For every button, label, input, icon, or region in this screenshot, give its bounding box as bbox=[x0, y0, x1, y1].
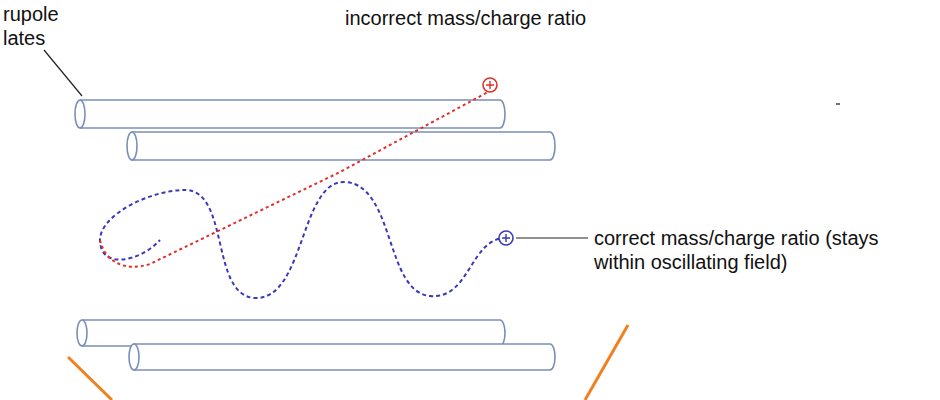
unstable-trajectory bbox=[100, 92, 488, 267]
quadrupole-rods bbox=[75, 100, 555, 370]
detector-edge bbox=[585, 325, 628, 400]
rod bbox=[82, 320, 505, 346]
ion-label: incorrect mass/charge ratio bbox=[345, 6, 665, 30]
ion-red bbox=[483, 78, 497, 92]
leader-line bbox=[516, 237, 588, 238]
stray-mark bbox=[836, 103, 840, 105]
rod bbox=[132, 132, 555, 160]
ion-blue bbox=[499, 231, 513, 245]
rod-end bbox=[75, 100, 85, 128]
rod-end bbox=[129, 344, 139, 370]
ion-label: correct mass/charge ratio (stays within … bbox=[594, 226, 924, 274]
rod bbox=[80, 100, 505, 128]
stable-trajectory bbox=[100, 182, 506, 298]
detector-edge bbox=[68, 357, 112, 400]
leader-line bbox=[44, 50, 82, 96]
part-label: rupole lates bbox=[3, 2, 73, 50]
rod bbox=[134, 344, 555, 370]
rod-end bbox=[127, 132, 137, 160]
rod-end bbox=[77, 320, 87, 346]
